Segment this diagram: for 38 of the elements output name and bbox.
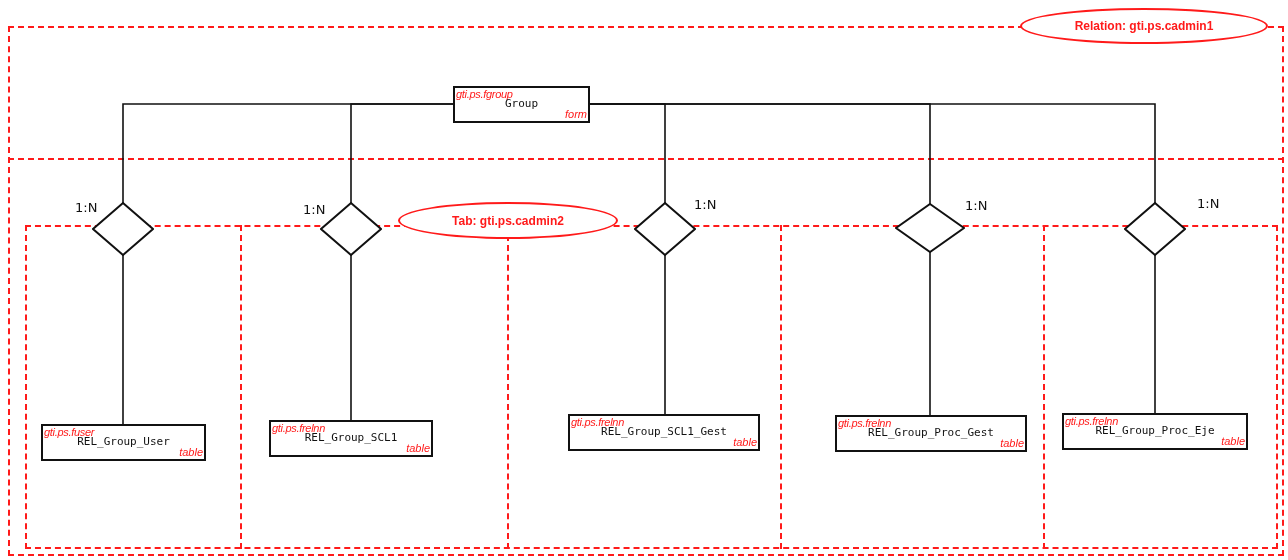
connector-line: [1154, 254, 1156, 414]
entity-code: gti.ps.fgroup: [456, 88, 513, 100]
entity-name: REL_Group_Proc_Eje: [1095, 424, 1215, 438]
entity-type: table: [733, 436, 757, 449]
entity-box: [835, 415, 1027, 452]
connector-line: [929, 251, 931, 416]
entity-code: gti.ps.frelnn: [1065, 415, 1118, 427]
dashed-region: [8, 8, 1284, 556]
connector-line: [122, 254, 124, 425]
entity-code: gti.ps.frelnn: [272, 422, 325, 434]
entity-type: table: [179, 446, 203, 459]
entity-box: [269, 420, 433, 457]
entity-name: REL_Group_Proc_Gest: [868, 426, 994, 440]
entity-type: form: [565, 108, 587, 121]
entity-name: REL_Group_SCL1_Gest: [601, 425, 727, 439]
entity-box: [41, 424, 206, 461]
cardinality-label: 1:N: [965, 198, 988, 213]
connector-line: [664, 254, 666, 415]
cardinality-label: 1:N: [1197, 196, 1220, 211]
cardinality-label: 1:N: [303, 202, 326, 217]
cardinality-label: 1:N: [75, 200, 98, 215]
entity-code: gti.ps.fuser: [44, 426, 95, 438]
region-title: Tab: gti.ps.cadmin2: [398, 202, 618, 239]
entity-code: gti.ps.frelnn: [838, 417, 891, 429]
connector-line: [350, 103, 454, 204]
entity-type: table: [1000, 437, 1024, 450]
connector-line: [589, 103, 1156, 204]
entity-box: [453, 86, 590, 123]
entity-type: table: [1221, 435, 1245, 448]
connector-line: [350, 254, 352, 421]
entity-type: table: [406, 442, 430, 455]
cardinality-label: 1:N: [694, 197, 717, 212]
entity-code: gti.ps.frelnn: [571, 416, 624, 428]
entity-box: [1062, 413, 1248, 450]
entity-name: REL_Group_SCL1: [304, 431, 398, 445]
entity-box: [568, 414, 760, 451]
entity-name: REL_Group_User: [77, 435, 170, 449]
region-title: Relation: gti.ps.cadmin1: [1020, 8, 1268, 44]
